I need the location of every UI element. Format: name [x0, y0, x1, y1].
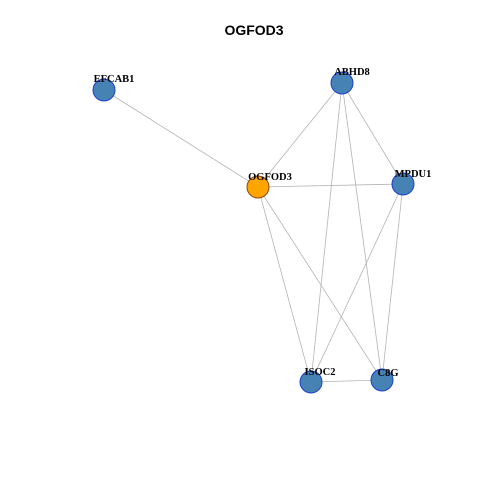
- node-isoc2: [299, 370, 323, 394]
- edge-abhd8-isoc2: [310, 82, 343, 383]
- edge-layer: [103, 82, 404, 383]
- node-label-ogfod3: OGFOD3: [248, 172, 292, 183]
- node-ogfod3: [246, 175, 270, 199]
- edge-efcab1-ogfod3: [103, 89, 259, 188]
- node-layer: [92, 71, 415, 394]
- node-label-efcab1: EFCAB1: [94, 74, 135, 85]
- node-abhd8: [330, 71, 354, 95]
- node-label-isoc2: ISOC2: [305, 367, 336, 378]
- edge-abhd8-ogfod3: [257, 82, 343, 188]
- node-efcab1: [92, 78, 116, 102]
- node-label-abhd8: ABHD8: [334, 67, 370, 78]
- edge-abhd8-mpdu1: [341, 82, 404, 185]
- edge-abhd8-c8g: [341, 82, 383, 381]
- edge-ogfod3-c8g: [257, 186, 383, 381]
- node-label-mpdu1: MPDU1: [395, 169, 432, 180]
- edge-mpdu1-c8g: [381, 183, 404, 381]
- node-c8g: [370, 368, 394, 392]
- plot-title: OGFOD3: [224, 22, 283, 38]
- edge-mpdu1-isoc2: [310, 183, 404, 383]
- node-label-c8g: C8G: [378, 368, 399, 379]
- edge-isoc2-c8g: [310, 379, 383, 383]
- edge-ogfod3-isoc2: [257, 186, 312, 383]
- node-mpdu1: [391, 172, 415, 196]
- edge-ogfod3-mpdu1: [257, 183, 404, 188]
